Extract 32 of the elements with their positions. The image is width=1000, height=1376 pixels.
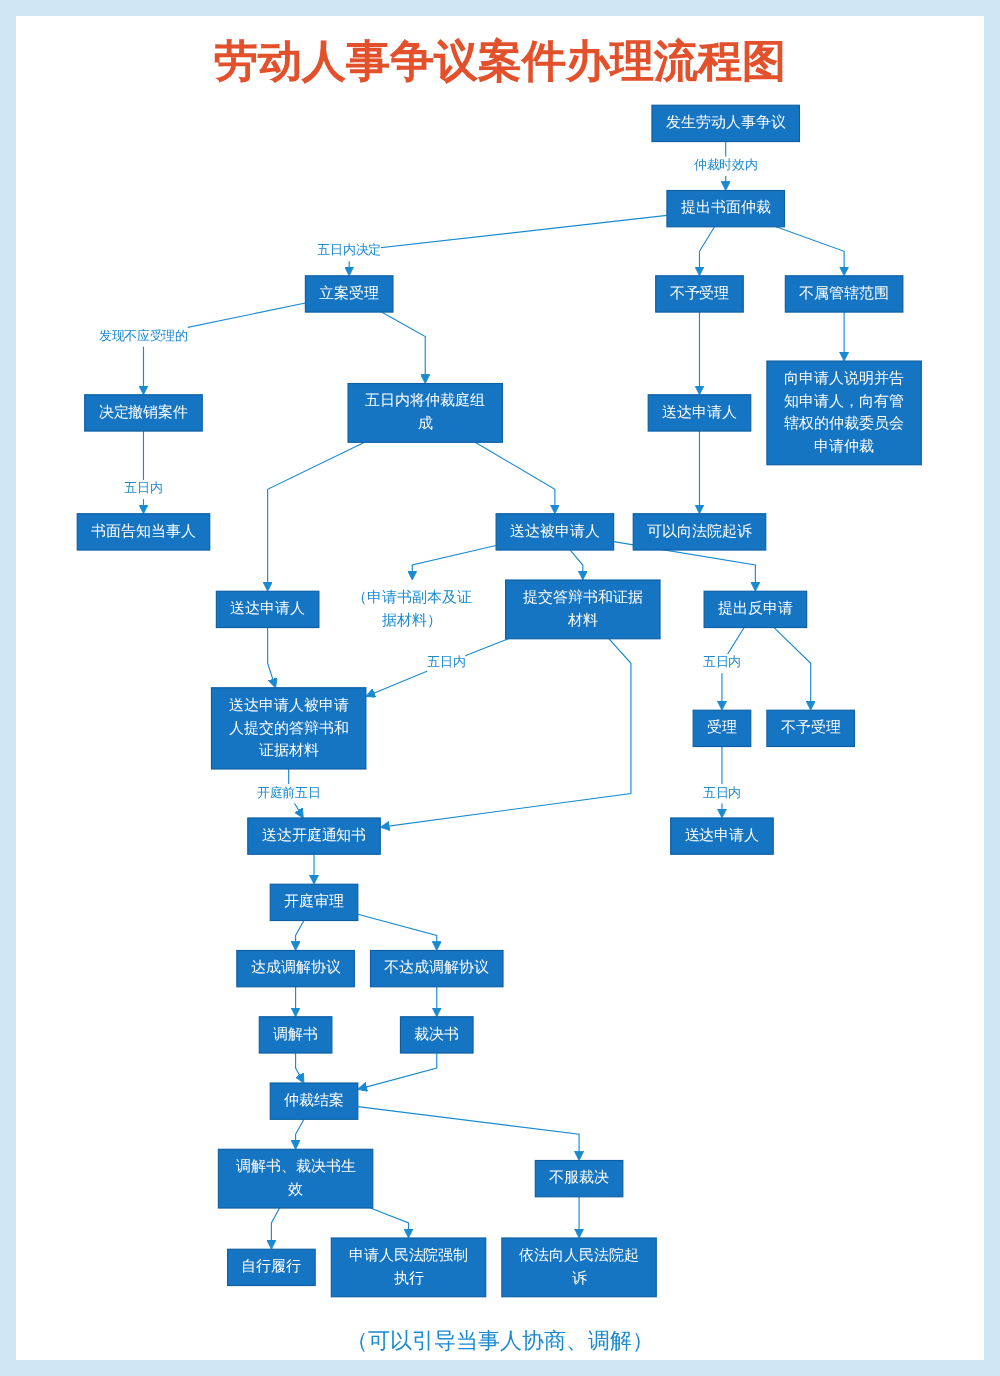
arrow [139, 430, 150, 515]
arrow [776, 226, 850, 277]
arrow [717, 745, 728, 819]
arrow [291, 986, 302, 1018]
title: 劳动人事争议案件办理流程图 [212, 35, 788, 92]
arrow [267, 1207, 281, 1250]
arrow [366, 638, 510, 698]
arrow [381, 311, 431, 384]
arrow [695, 226, 716, 277]
arrow [695, 430, 706, 515]
arrow [291, 919, 306, 951]
arrow [570, 549, 589, 581]
arrow [695, 311, 706, 396]
arrow [380, 638, 633, 831]
arrow [774, 626, 817, 711]
arrow [267, 626, 279, 689]
arrow [295, 1052, 306, 1084]
arrow [370, 1207, 415, 1239]
note-text: （可以引导当事人协商、调解） [346, 1326, 654, 1356]
arrow [263, 441, 366, 592]
arrow [291, 1118, 306, 1150]
arrow [432, 986, 443, 1018]
arrow [717, 626, 746, 711]
arrow [574, 1196, 585, 1239]
arrow [357, 1106, 585, 1161]
arrow [407, 544, 498, 581]
arrow [839, 311, 850, 362]
arrow [357, 913, 443, 951]
arrow [344, 214, 669, 277]
arrow [309, 853, 320, 885]
arrow [358, 1052, 439, 1092]
arrow [475, 441, 561, 515]
